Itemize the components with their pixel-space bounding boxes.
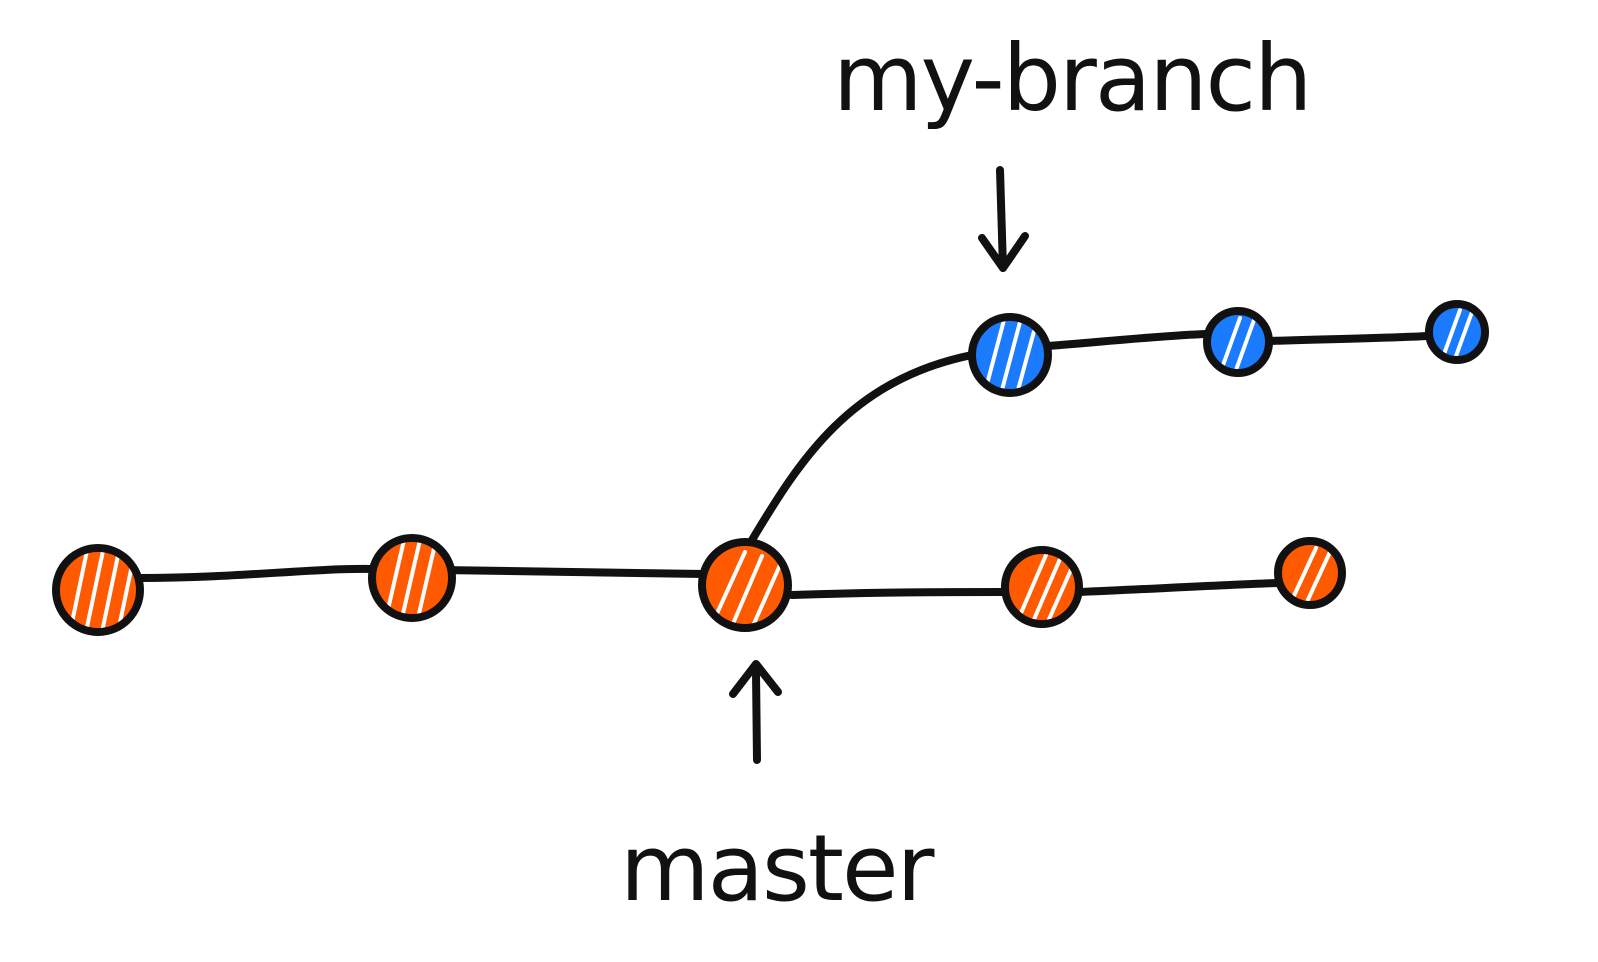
branch-curve-line	[748, 351, 976, 544]
commit-node	[968, 313, 1052, 397]
commit-node	[1425, 300, 1489, 364]
commit-node	[52, 544, 144, 636]
master-pointer-arrow	[729, 660, 782, 764]
commit-node	[1001, 546, 1083, 628]
commit-node	[1203, 307, 1273, 377]
commit-node	[368, 534, 456, 622]
master-label: master	[620, 815, 935, 922]
main-branch-line	[136, 564, 1282, 599]
commit-node	[698, 538, 792, 632]
commit-node	[1274, 537, 1346, 609]
branch-pointer-arrow	[978, 166, 1029, 272]
branch-label: my-branch	[833, 25, 1310, 132]
